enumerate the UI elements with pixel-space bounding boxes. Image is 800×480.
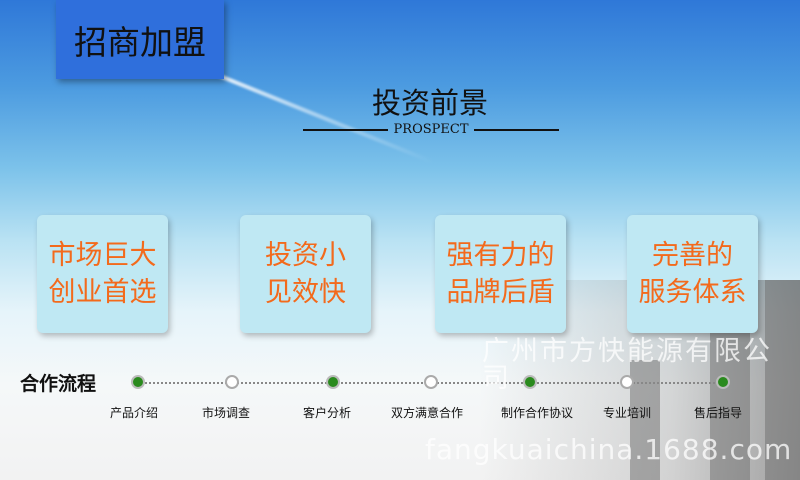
feature-card: 完善的服务体系 bbox=[627, 215, 758, 333]
flow-step-label: 市场调查 bbox=[201, 406, 251, 420]
flow-step-label: 客户分析 bbox=[302, 406, 352, 420]
flow-step-node bbox=[326, 375, 340, 389]
feature-card: 市场巨大创业首选 bbox=[37, 215, 168, 333]
card-line: 市场巨大 bbox=[48, 240, 157, 271]
feature-card: 投资小见效快 bbox=[240, 215, 371, 333]
flow-step-node bbox=[620, 375, 634, 389]
flow-step-node bbox=[716, 375, 730, 389]
feature-card: 强有力的品牌后盾 bbox=[435, 215, 566, 333]
flow-step-label: 产品介绍 bbox=[109, 406, 159, 420]
banner-title: 招商加盟 bbox=[56, 0, 224, 79]
flow-step-label: 双方满意合作 bbox=[390, 406, 464, 420]
watermark-company: 广州市方快能源有限公司 bbox=[482, 336, 772, 394]
flow-step-label: 制作合作协议 bbox=[500, 406, 574, 420]
card-line: 创业首选 bbox=[48, 277, 157, 308]
section-title: 投资前景 bbox=[371, 86, 488, 120]
divider bbox=[303, 128, 388, 131]
flow-step-node bbox=[424, 375, 438, 389]
flow-title: 合作流程 bbox=[20, 373, 97, 395]
card-line: 强有力的 bbox=[446, 240, 555, 271]
divider bbox=[474, 128, 560, 131]
card-line: 服务体系 bbox=[638, 277, 747, 308]
flow-step-node bbox=[225, 375, 239, 389]
flow-step-node bbox=[131, 375, 145, 389]
section-subtitle: PROSPECT bbox=[303, 122, 560, 137]
flow-step-label: 专业培训 bbox=[602, 406, 652, 420]
card-line: 见效快 bbox=[265, 277, 346, 308]
flow-step-label: 售后指导 bbox=[693, 406, 743, 420]
card-line: 完善的 bbox=[652, 240, 733, 271]
flow-step-node bbox=[523, 375, 537, 389]
card-line: 品牌后盾 bbox=[446, 277, 555, 308]
card-line: 投资小 bbox=[265, 240, 346, 271]
watermark-site: fangkuaichina.1688.com bbox=[425, 433, 793, 466]
subtitle-text: PROSPECT bbox=[393, 122, 469, 137]
